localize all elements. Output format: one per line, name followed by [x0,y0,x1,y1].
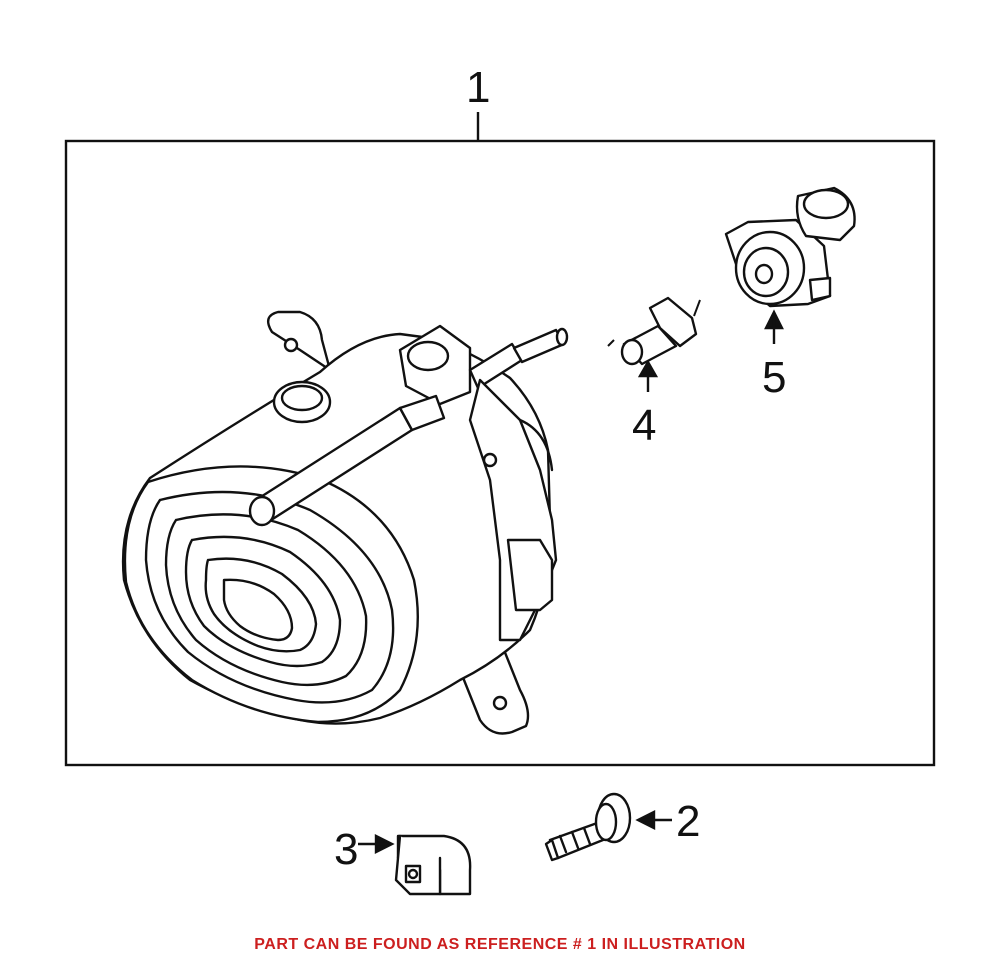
callout-3: 3 [334,825,359,874]
callout-1: 1 [466,63,491,112]
callout-4: 4 [632,401,657,450]
assembly-frame [64,139,936,767]
clip [394,834,472,896]
callout-2: 2 [676,797,701,846]
arrow-2 [635,810,672,830]
callout-5: 5 [762,353,787,402]
socket [724,186,856,308]
fog-lamp-housing [121,310,569,735]
arrow-5 [764,309,784,344]
bulb [607,296,701,366]
screw [544,792,632,862]
arrow-4 [637,359,659,392]
footer-note: PART CAN BE FOUND AS REFERENCE # 1 IN IL… [254,936,746,953]
arrow-3 [358,834,395,854]
